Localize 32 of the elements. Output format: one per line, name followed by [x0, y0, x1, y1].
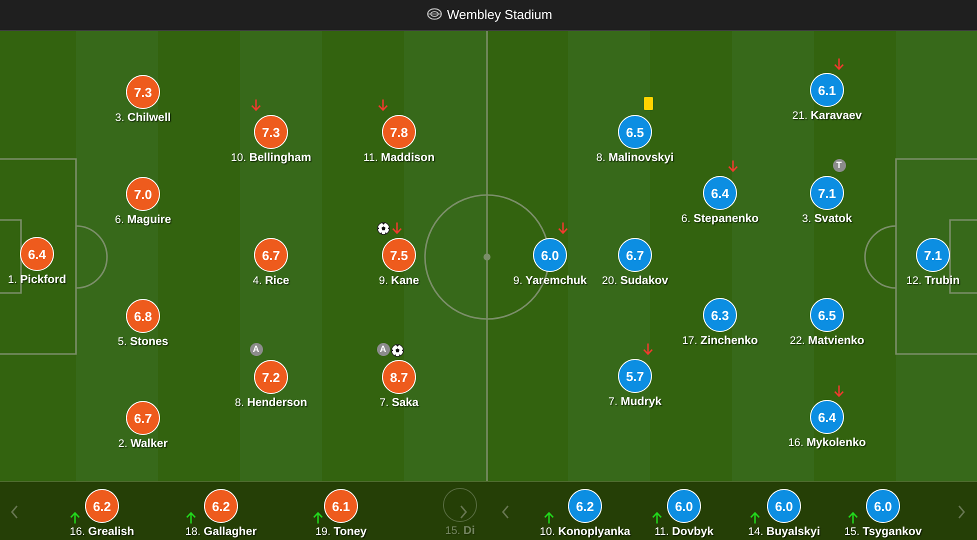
player-name: 1. Pickford — [8, 274, 66, 287]
player-name: 21. Karavaev — [792, 110, 862, 123]
player-name: 22. Matvienko — [790, 335, 864, 348]
venue-title: Wembley Stadium — [447, 7, 552, 23]
player-name: 4. Rice — [252, 275, 290, 288]
player-name: 15. Tsygankov — [844, 526, 922, 539]
player-name: 10. Konoplyanka — [540, 526, 630, 539]
player-name: 16. Mykolenko — [788, 437, 866, 450]
player-name: 7. Mudryk — [608, 396, 662, 409]
player-name: 9. Yaremchuk — [513, 275, 587, 288]
player-name: 3. Svatok — [802, 213, 852, 226]
player-name: 11. Maddison — [363, 152, 435, 165]
player-name: 19. Toney — [315, 526, 367, 539]
player-name: 8. Henderson — [234, 397, 308, 410]
player-name: 17. Zinchenko — [682, 335, 758, 348]
player-name: 10. Bellingham — [230, 152, 312, 165]
player-name: 6. Stepanenko — [681, 213, 759, 226]
player-name: 11. Dovbyk — [654, 526, 714, 539]
player-name: 9. Kane — [378, 275, 420, 288]
empty-rating-circle — [443, 488, 477, 522]
player-name: 14. Buyalskyi — [748, 526, 820, 539]
player-name: 5. Stones — [118, 336, 168, 349]
player-name: 18. Gallagher — [185, 526, 257, 539]
player-name: 7. Saka — [379, 397, 419, 410]
player-name: 16. Grealish — [70, 526, 134, 539]
player-name: 20. Sudakov — [602, 275, 668, 288]
player-name: 15. Di — [445, 525, 475, 538]
player-name: 6. Maguire — [114, 214, 172, 227]
player-name: 2. Walker — [118, 438, 168, 451]
player-name: 8. Malinovskyi — [596, 152, 674, 165]
player-name: 3. Chilwell — [115, 112, 171, 125]
player-name: 12. Trubin — [906, 275, 960, 288]
